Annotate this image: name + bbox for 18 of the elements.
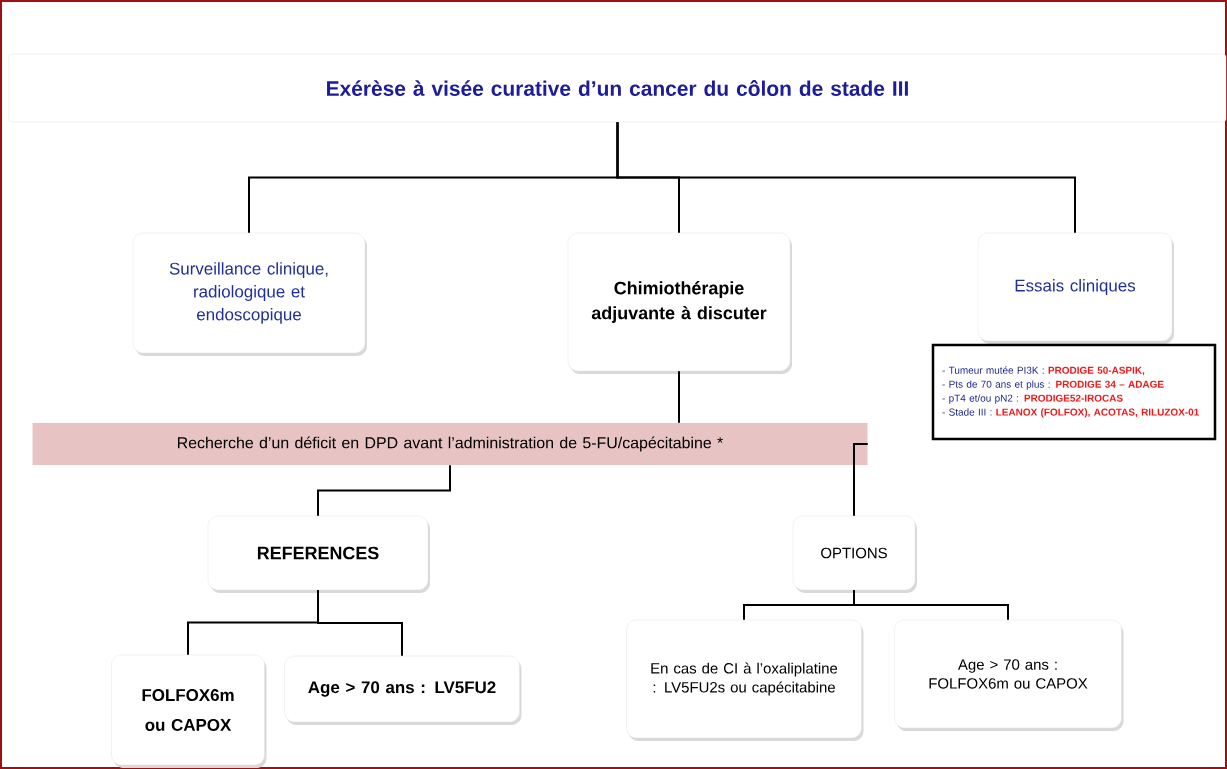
process-box: Surveillance clinique, radiologique et endoscopique (132, 232, 367, 356)
connector-line (853, 589, 1009, 621)
banner-band: Recherche d’un déficit en DPD avant l’administration de 5-FU/capécitabine * (32, 423, 868, 465)
connector-line (616, 121, 1076, 234)
trial-list-box: - Tumeur mutée PI3K : PRODIGE 50-ASPIK, - Pts de 70 ans et plus : PRODIGE 34 – ADAGE - pT4 et/ou pN2 : PRODIGE52-IROCAS - Stade III : LEANOX (FOLFOX), ACOTAS, RILUZOX-01 (931, 343, 1217, 441)
connector-line (317, 589, 403, 657)
process-box: En cas de CI à l’oxaliplatine : LV5FU2s ou capécitabine (626, 619, 864, 741)
process-box: OPTIONS (792, 515, 917, 593)
process-box: Essais cliniques (977, 232, 1174, 344)
connector-line (678, 370, 680, 424)
process-box: REFERENCES (207, 515, 430, 593)
title-box: Exérèse à visée curative d’un cancer du côlon de stade III (8, 53, 1227, 123)
process-box: FOLFOX6m ou CAPOX (111, 654, 267, 768)
connector-line (317, 464, 451, 517)
process-box: Age > 70 ans : FOLFOX6m ou CAPOX (894, 619, 1124, 731)
process-box: Age > 70 ans : LV5FU2 (284, 655, 522, 725)
process-box: Chimiothérapie adjuvante à discuter (567, 232, 792, 374)
connector-line (853, 443, 869, 517)
